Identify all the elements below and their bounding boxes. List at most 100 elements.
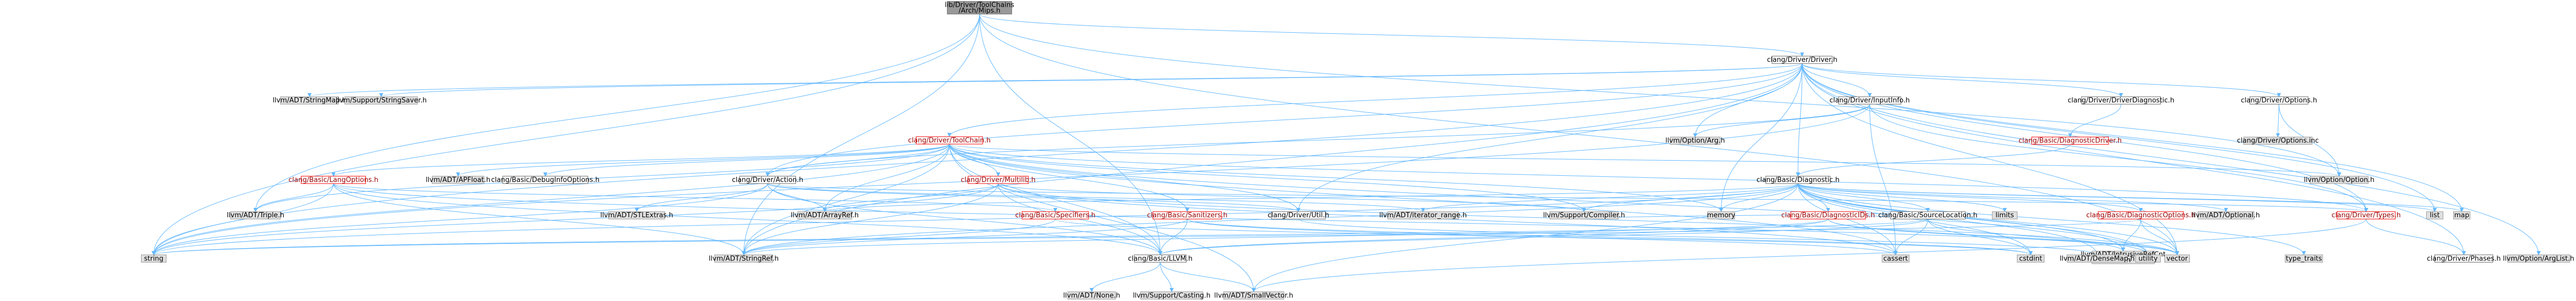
node-box xyxy=(2243,137,2313,145)
node-box xyxy=(714,254,773,263)
node-toolchain[interactable]: clang/Driver/ToolChain.h xyxy=(908,136,991,145)
node-box xyxy=(947,1,1012,15)
node-box xyxy=(1670,137,1720,145)
dependency-edge xyxy=(767,184,827,212)
node-multilib[interactable]: clang/Driver/Multilib.h xyxy=(961,176,1036,184)
dependency-edge xyxy=(379,63,1803,97)
node-utility: utility xyxy=(2135,254,2161,263)
node-phases[interactable]: clang/Driver/Phases.h xyxy=(2427,254,2501,263)
dependency-edge xyxy=(1421,183,1799,212)
node-label: clang/Driver/Phases.h xyxy=(2427,255,2501,263)
node-box xyxy=(2249,96,2309,104)
node-langoptions[interactable]: clang/Basic/LangOptions.h xyxy=(288,176,378,184)
dependency-edge xyxy=(1869,104,2368,212)
node-label: llvm/Support/StringSaver.h xyxy=(336,97,427,104)
node-label: clang/Basic/DiagnosticOptions.h xyxy=(2086,212,2196,219)
node-label: memory xyxy=(1707,212,1736,219)
node-root[interactable]: lib/Driver/ToolChains/Arch/Mips.h xyxy=(945,1,1014,15)
dependency-edge xyxy=(767,183,1300,212)
node-triple: llvm/ADT/Triple.h xyxy=(227,211,284,219)
dependency-edge xyxy=(151,184,768,255)
node-string: string xyxy=(141,254,167,263)
node-options[interactable]: clang/Driver/Options.h xyxy=(2241,96,2317,104)
dependency-edge xyxy=(634,183,768,212)
node-label: llvm/ADT/DenseMap.h xyxy=(2060,255,2135,263)
dependency-edge xyxy=(1796,63,1803,177)
dependency-edge xyxy=(766,63,1803,177)
node-label: utility xyxy=(2138,255,2158,263)
node-label: llvm/ADT/None.h xyxy=(1063,292,1120,299)
node-label: /Arch/Mips.h xyxy=(959,7,1000,15)
dependency-edge xyxy=(949,144,1001,177)
node-cstdint: cstdint xyxy=(2017,254,2045,263)
node-label: clang/Driver/Options.inc xyxy=(2237,137,2319,145)
node-memory: memory xyxy=(1707,211,1736,219)
dependency-edge xyxy=(742,14,980,255)
dependency-edge xyxy=(1802,63,2281,97)
node-diagdriver[interactable]: clang/Basic/DiagnosticDriver.h xyxy=(2019,137,2122,145)
node-box xyxy=(1838,96,1902,104)
dependency-edge xyxy=(1693,104,1870,138)
node-box xyxy=(1992,211,2018,219)
node-box xyxy=(1790,211,1866,219)
node-sanitizers[interactable]: clang/Basic/Sanitizers.h xyxy=(1147,211,1228,219)
node-diagoptions[interactable]: clang/Basic/DiagnosticOptions.h xyxy=(2086,211,2196,219)
node-label: lib/Driver/ToolChains xyxy=(945,1,1014,9)
node-optional: llvm/ADT/Optional.h xyxy=(2192,211,2260,219)
node-util[interactable]: clang/Driver/Util.h xyxy=(1268,211,1329,219)
node-label: llvm/ADT/STLExtras.h xyxy=(600,212,673,219)
node-box xyxy=(1387,211,1459,219)
node-label: clang/Driver/DriverDiagnostic.h xyxy=(2068,97,2174,104)
dependency-edge xyxy=(1160,262,1256,293)
dependency-edge xyxy=(823,183,1799,212)
node-llvmh[interactable]: clang/Basic/LLVM.h xyxy=(1128,254,1193,263)
node-label: llvm/ADT/Triple.h xyxy=(227,212,284,219)
node-diagids[interactable]: clang/Basic/DiagnosticIDs.h xyxy=(1781,211,1875,219)
node-driver[interactable]: clang/Driver/Driver.h xyxy=(1767,56,1838,64)
dependency-edge xyxy=(1802,63,1872,97)
dependency-edge xyxy=(949,143,2341,177)
dependency-edge xyxy=(949,144,2150,255)
dependency-edge xyxy=(949,144,1163,255)
node-box xyxy=(2337,211,2396,219)
node-driverdiag[interactable]: clang/Driver/DriverDiagnostic.h xyxy=(2068,96,2174,104)
node-box xyxy=(1223,291,1284,299)
node-specifiers[interactable]: clang/Basic/Specifiers.h xyxy=(1015,211,1095,219)
node-label: clang/Basic/LangOptions.h xyxy=(288,176,378,184)
node-diagnostic[interactable]: clang/Basic/Diagnostic.h xyxy=(1756,176,1840,184)
dependency-edge xyxy=(742,219,1056,255)
dependency-edge xyxy=(767,183,2368,212)
node-option: llvm/Option/Option.h xyxy=(2304,176,2375,184)
node-debuginfooptions[interactable]: clang/Basic/DebugInfoOptions.h xyxy=(491,176,600,184)
node-stringref: llvm/ADT/StringRef.h xyxy=(709,254,779,263)
node-label: clang/Driver/Multilib.h xyxy=(961,176,1036,184)
node-box xyxy=(280,96,339,104)
node-label: cstdint xyxy=(2019,255,2042,263)
dependency-edge xyxy=(1802,63,2466,255)
dependency-edge xyxy=(767,183,1425,212)
node-label: llvm/Support/Casting.h xyxy=(1133,292,1210,299)
node-label: vector xyxy=(2166,255,2188,263)
dependency-edge xyxy=(1582,183,1799,212)
dependency-edge xyxy=(2366,219,2466,255)
node-label: llvm/ADT/ArrayRef.h xyxy=(790,212,859,219)
node-types[interactable]: clang/Driver/Types.h xyxy=(2331,211,2401,219)
node-inputinfo[interactable]: clang/Driver/InputInfo.h xyxy=(1830,96,1910,104)
node-compiler: llvm/Support/Compiler.h xyxy=(1543,211,1625,219)
node-box xyxy=(608,211,665,219)
node-label: clang/Basic/DiagnosticDriver.h xyxy=(2019,137,2122,145)
node-box xyxy=(2507,254,2570,263)
dependency-edge xyxy=(331,143,950,177)
node-sourcelocation[interactable]: clang/Basic/SourceLocation.h xyxy=(1878,211,1978,219)
node-label: type_traits xyxy=(2286,255,2322,263)
node-label: llvm/Option/ArgList.h xyxy=(2503,255,2574,263)
node-box xyxy=(1153,211,1222,219)
node-vector: vector xyxy=(2164,254,2190,263)
node-box xyxy=(230,211,281,219)
node-box xyxy=(2310,176,2369,184)
node-box xyxy=(502,176,589,184)
dependency-edge xyxy=(1828,219,2125,252)
dependency-edge xyxy=(151,183,1799,255)
node-action[interactable]: clang/Driver/Action.h xyxy=(732,176,804,184)
